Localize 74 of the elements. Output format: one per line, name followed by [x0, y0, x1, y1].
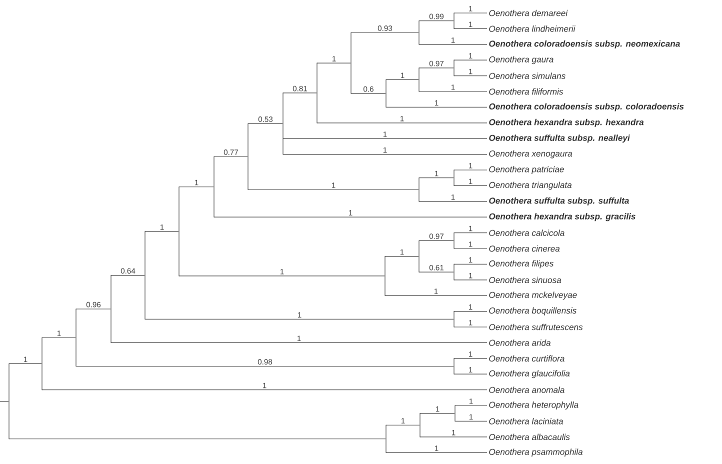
tree-branch [282, 92, 317, 94]
tree-branch [350, 32, 419, 33]
tree-branch [420, 413, 455, 414]
tree-branch [0, 401, 9, 402]
taxon-label: Oenothera suffulta subsp. suffulta [489, 197, 629, 206]
taxon-label: Oenothera glaucifolia [489, 370, 570, 378]
tree-branch [386, 452, 488, 453]
taxon-label: Oenothera sinuosa [489, 276, 562, 284]
tree-branch [386, 106, 488, 108]
tree-branch [454, 420, 488, 422]
tree-branch [454, 248, 488, 249]
taxon-label: Oenothera boquillensis [489, 307, 576, 316]
tree-branch [110, 342, 488, 343]
taxon-label: Oenothera coloradoensis subsp. coloradoensis [489, 103, 684, 112]
taxon-label: Oenothera hexandra subsp. gracilis [489, 213, 636, 222]
taxon-label: Oenothera heterophylla [489, 402, 578, 410]
taxon-label: Oenothera hexandra subsp. hexandra [489, 118, 644, 127]
tree-branch [76, 366, 454, 367]
taxon-label: Oenothera curtiflora [489, 355, 564, 362]
taxon-label: Oenothera suffulta subsp. nealleyi [489, 134, 630, 143]
tree-branch [384, 256, 419, 257]
taxon-label: Oenothera suffrutescens [489, 324, 583, 330]
taxon-label: Oenothera albacaulis [489, 434, 570, 440]
taxon-label: Oenothera psammophila [489, 448, 583, 457]
tree-branch [8, 363, 42, 364]
tree-branch [386, 424, 420, 426]
taxon-label: Oenothera xenogaura [489, 150, 572, 158]
tree-branch [454, 405, 488, 406]
taxon-label: Oenothera laciniata [489, 418, 563, 424]
tree-branch [144, 318, 454, 320]
tree-branch [418, 44, 488, 45]
tree-branch [248, 123, 283, 124]
taxon-label: Oenothera filiformis [489, 88, 564, 95]
taxon-label: Oenothera triangulata [489, 182, 572, 190]
taxon-label: Oenothera coloradoensis subsp. neomexicana [489, 40, 680, 48]
tree-branch [42, 337, 76, 338]
taxon-label: Oenothera lindheimerii [489, 26, 576, 32]
taxon-label: Oenothera calcicola [489, 230, 564, 236]
tree-branch [454, 185, 488, 186]
tree-branch [282, 154, 488, 155]
tree-branch [214, 156, 248, 157]
tree-branch [384, 295, 488, 296]
tree-branch [418, 91, 488, 92]
tree-branch [214, 216, 488, 218]
tree-branch [282, 138, 488, 139]
taxon-label: Oenothera anomala [489, 386, 564, 393]
tree-branch [454, 232, 488, 234]
tree-branch [418, 20, 454, 22]
taxon-label: Oenothera filipes [489, 260, 554, 268]
taxon-label: Oenothera arida [489, 340, 551, 346]
taxon-label: Oenothera gaura [489, 56, 554, 64]
tree-branch [316, 62, 351, 64]
tree-branch [316, 122, 488, 124]
tree-branch [454, 12, 488, 14]
taxon-label: Oenothera simulans [489, 72, 566, 79]
tree-branch [454, 326, 488, 328]
taxon-label: Oenothera demareei [489, 10, 568, 16]
tree-branch [454, 358, 488, 359]
tree-branch [110, 275, 145, 276]
taxon-label: Oenothera cinerea [489, 245, 560, 252]
taxon-label: Oenothera patriciae [489, 166, 564, 174]
tree-branch [386, 79, 419, 80]
tree-branch [248, 189, 419, 190]
tree-branch [178, 186, 214, 188]
tree-branch [350, 93, 386, 94]
tree-branch [454, 28, 488, 29]
tree-branch [454, 311, 488, 312]
tree-branch [420, 436, 488, 438]
tree-branch [144, 231, 179, 232]
tree-branch [8, 438, 386, 440]
tree-branch [418, 240, 454, 241]
tree-branch [418, 201, 488, 202]
tree-branch [76, 308, 111, 310]
taxon-label: Oenothera mckelveyae [489, 292, 577, 300]
